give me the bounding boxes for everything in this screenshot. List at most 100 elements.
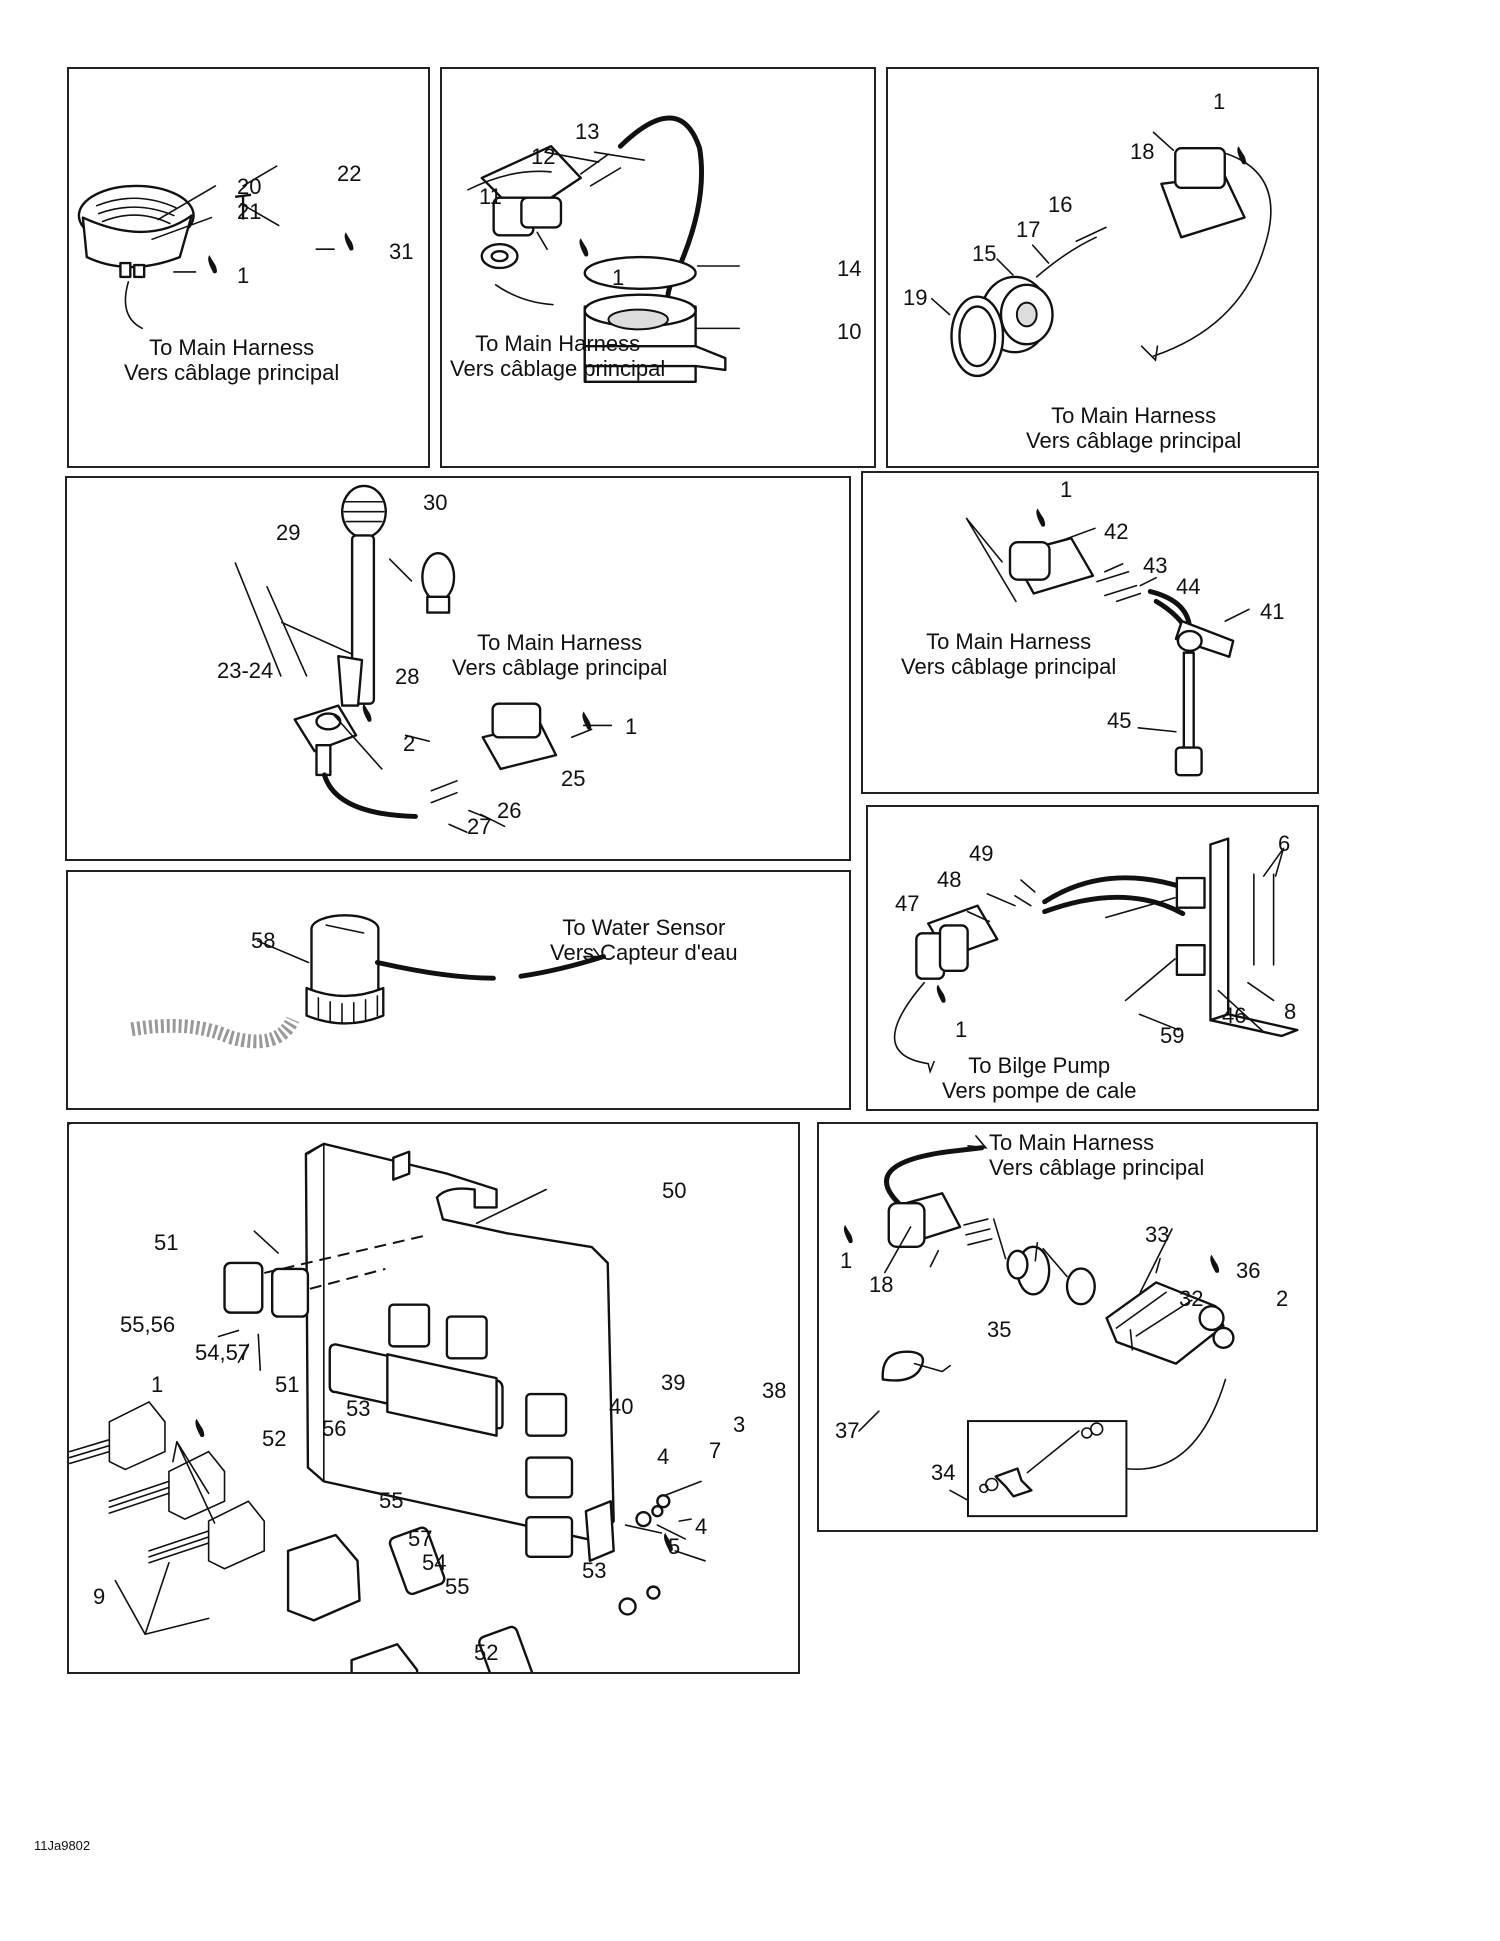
mpem-illustration [69,1124,706,1672]
gauge-illustration [77,165,354,330]
caption-to-main-harness: To Main Harness Vers câblage principal [124,335,339,385]
callout-10: 10 [837,319,862,344]
callout-48: 48 [937,867,962,892]
callout-15: 15 [972,241,997,266]
callout-50: 50 [662,1178,687,1203]
callout-7: 7 [709,1438,722,1463]
callout-13: 13 [575,119,600,144]
callout-56: 56 [322,1416,347,1441]
callout-27: 27 [467,814,492,839]
panel-speed-sensor: 1 18 16 17 15 19 To Main Harness Vers câ… [886,67,1319,468]
callout-49: 49 [969,841,994,866]
callout-36: 36 [1236,1258,1261,1283]
callout-17: 17 [1016,217,1041,242]
lanyard-switch-illustration [843,1135,1235,1518]
callout-54: 54 [422,1550,447,1575]
callout-51: 51 [154,1230,179,1255]
caption-to-main-harness: To Main Harness Vers câblage principal [1026,403,1241,453]
panel-bilge-connector: 6 49 48 47 1 59 46 8 To Bilge Pump Vers … [866,805,1319,1111]
callout-1: 1 [840,1248,853,1273]
callout-28: 28 [395,664,420,689]
figure-reference-code: 11Ja9802 [34,1838,91,1853]
callout-22: 22 [337,161,362,186]
callout-38: 38 [762,1378,787,1403]
bilge-connector-illustration [893,837,1299,1075]
caption-to-bilge-pump: To Bilge Pump Vers pompe de cale [942,1053,1136,1103]
callout-53: 53 [346,1396,371,1421]
caption-en: To Main Harness [1051,403,1217,428]
callout-51b: 51 [275,1372,300,1397]
callout-8: 8 [1284,999,1297,1024]
callout-46: 46 [1222,1003,1247,1028]
callout-40: 40 [609,1394,634,1419]
callout-59: 59 [1160,1023,1185,1048]
panel-lanyard-switch: 1 18 33 36 32 2 35 37 34 To Main Harness… [817,1122,1318,1532]
caption-en: To Main Harness [475,331,641,356]
callout-1: 1 [1213,89,1226,114]
caption-en: To Main Harness [149,335,315,360]
caption-en: To Main Harness [477,630,643,655]
callout-14: 14 [837,256,862,281]
callout-21: 21 [237,199,262,224]
callout-18: 18 [1130,139,1155,164]
caption-fr: Vers câblage principal [452,655,668,680]
callout-4b: 4 [695,1514,708,1539]
sensor-clamp-illustration [467,115,740,384]
callout-23-24: 23-24 [217,658,274,683]
callout-3: 3 [733,1412,746,1437]
caption-to-main-harness: To Main Harness Vers câblage principal [989,1130,1204,1180]
callout-39: 39 [661,1370,686,1395]
callout-19: 19 [903,285,928,310]
panel-fuel-sensor: 1 42 43 44 41 45 To Main Harness Vers câ… [861,471,1319,794]
callout-52b: 52 [474,1640,499,1665]
fuel-sensor-illustration [965,508,1250,777]
caption-fr: Vers câblage principal [124,360,340,385]
callout-12: 12 [531,144,556,169]
callout-18: 18 [869,1272,894,1297]
callout-1: 1 [237,263,250,288]
bilge-pump-illustration [130,914,606,1049]
callout-37: 37 [835,1418,860,1443]
callout-41: 41 [1260,599,1285,624]
callout-4: 4 [657,1444,670,1469]
callout-55b: 55 [445,1574,470,1599]
callout-6: 6 [1278,831,1291,856]
callout-53b: 53 [582,1558,607,1583]
callout-25: 25 [561,766,586,791]
callout-44: 44 [1176,574,1201,599]
callout-9: 9 [93,1584,106,1609]
panel-bilge-pump: 58 To Water Sensor Vers Capteur d'eau [66,870,851,1110]
light-illustration [234,484,613,834]
callout-2: 2 [403,731,416,756]
caption-fr: Vers câblage principal [450,356,666,381]
callout-55-56: 55,56 [120,1312,176,1337]
panel-light: 30 29 23-24 28 2 1 25 26 27 To Main Harn… [65,476,851,861]
callout-32: 32 [1179,1286,1204,1311]
speed-sensor-illustration [930,131,1272,378]
callout-33: 33 [1145,1222,1170,1247]
callout-45: 45 [1107,708,1132,733]
caption-fr: Vers câblage principal [901,654,1117,679]
callout-1: 1 [612,265,625,290]
panel-mpem: 50 51 55,56 54,57 51 1 52 56 53 55 57 54… [67,1122,800,1674]
callout-1: 1 [955,1017,968,1042]
callout-47: 47 [895,891,920,916]
caption-en: To Main Harness [926,629,1092,654]
callout-30: 30 [423,490,448,515]
callout-26: 26 [497,798,522,823]
callout-20: 20 [237,174,262,199]
callout-54-57: 54,57 [195,1340,251,1365]
caption-to-main-harness: To Main Harness Vers câblage principal [450,331,665,381]
callout-1: 1 [151,1372,164,1397]
callout-43: 43 [1143,553,1168,578]
callout-42: 42 [1104,519,1129,544]
caption-to-main-harness: To Main Harness Vers câblage principal [452,630,667,680]
panel-sensor-clamp: 13 12 11 1 14 10 To Main Harness Vers câ… [440,67,876,468]
callout-57: 57 [408,1526,433,1551]
callout-11: 11 [479,184,502,209]
callout-2: 2 [1276,1286,1289,1311]
caption-fr: Vers pompe de cale [942,1078,1137,1103]
panel-gauge: 20 21 22 31 1 To Main Harness Vers câbla… [67,67,430,468]
callout-55: 55 [379,1488,404,1513]
caption-en: To Water Sensor [562,915,726,940]
